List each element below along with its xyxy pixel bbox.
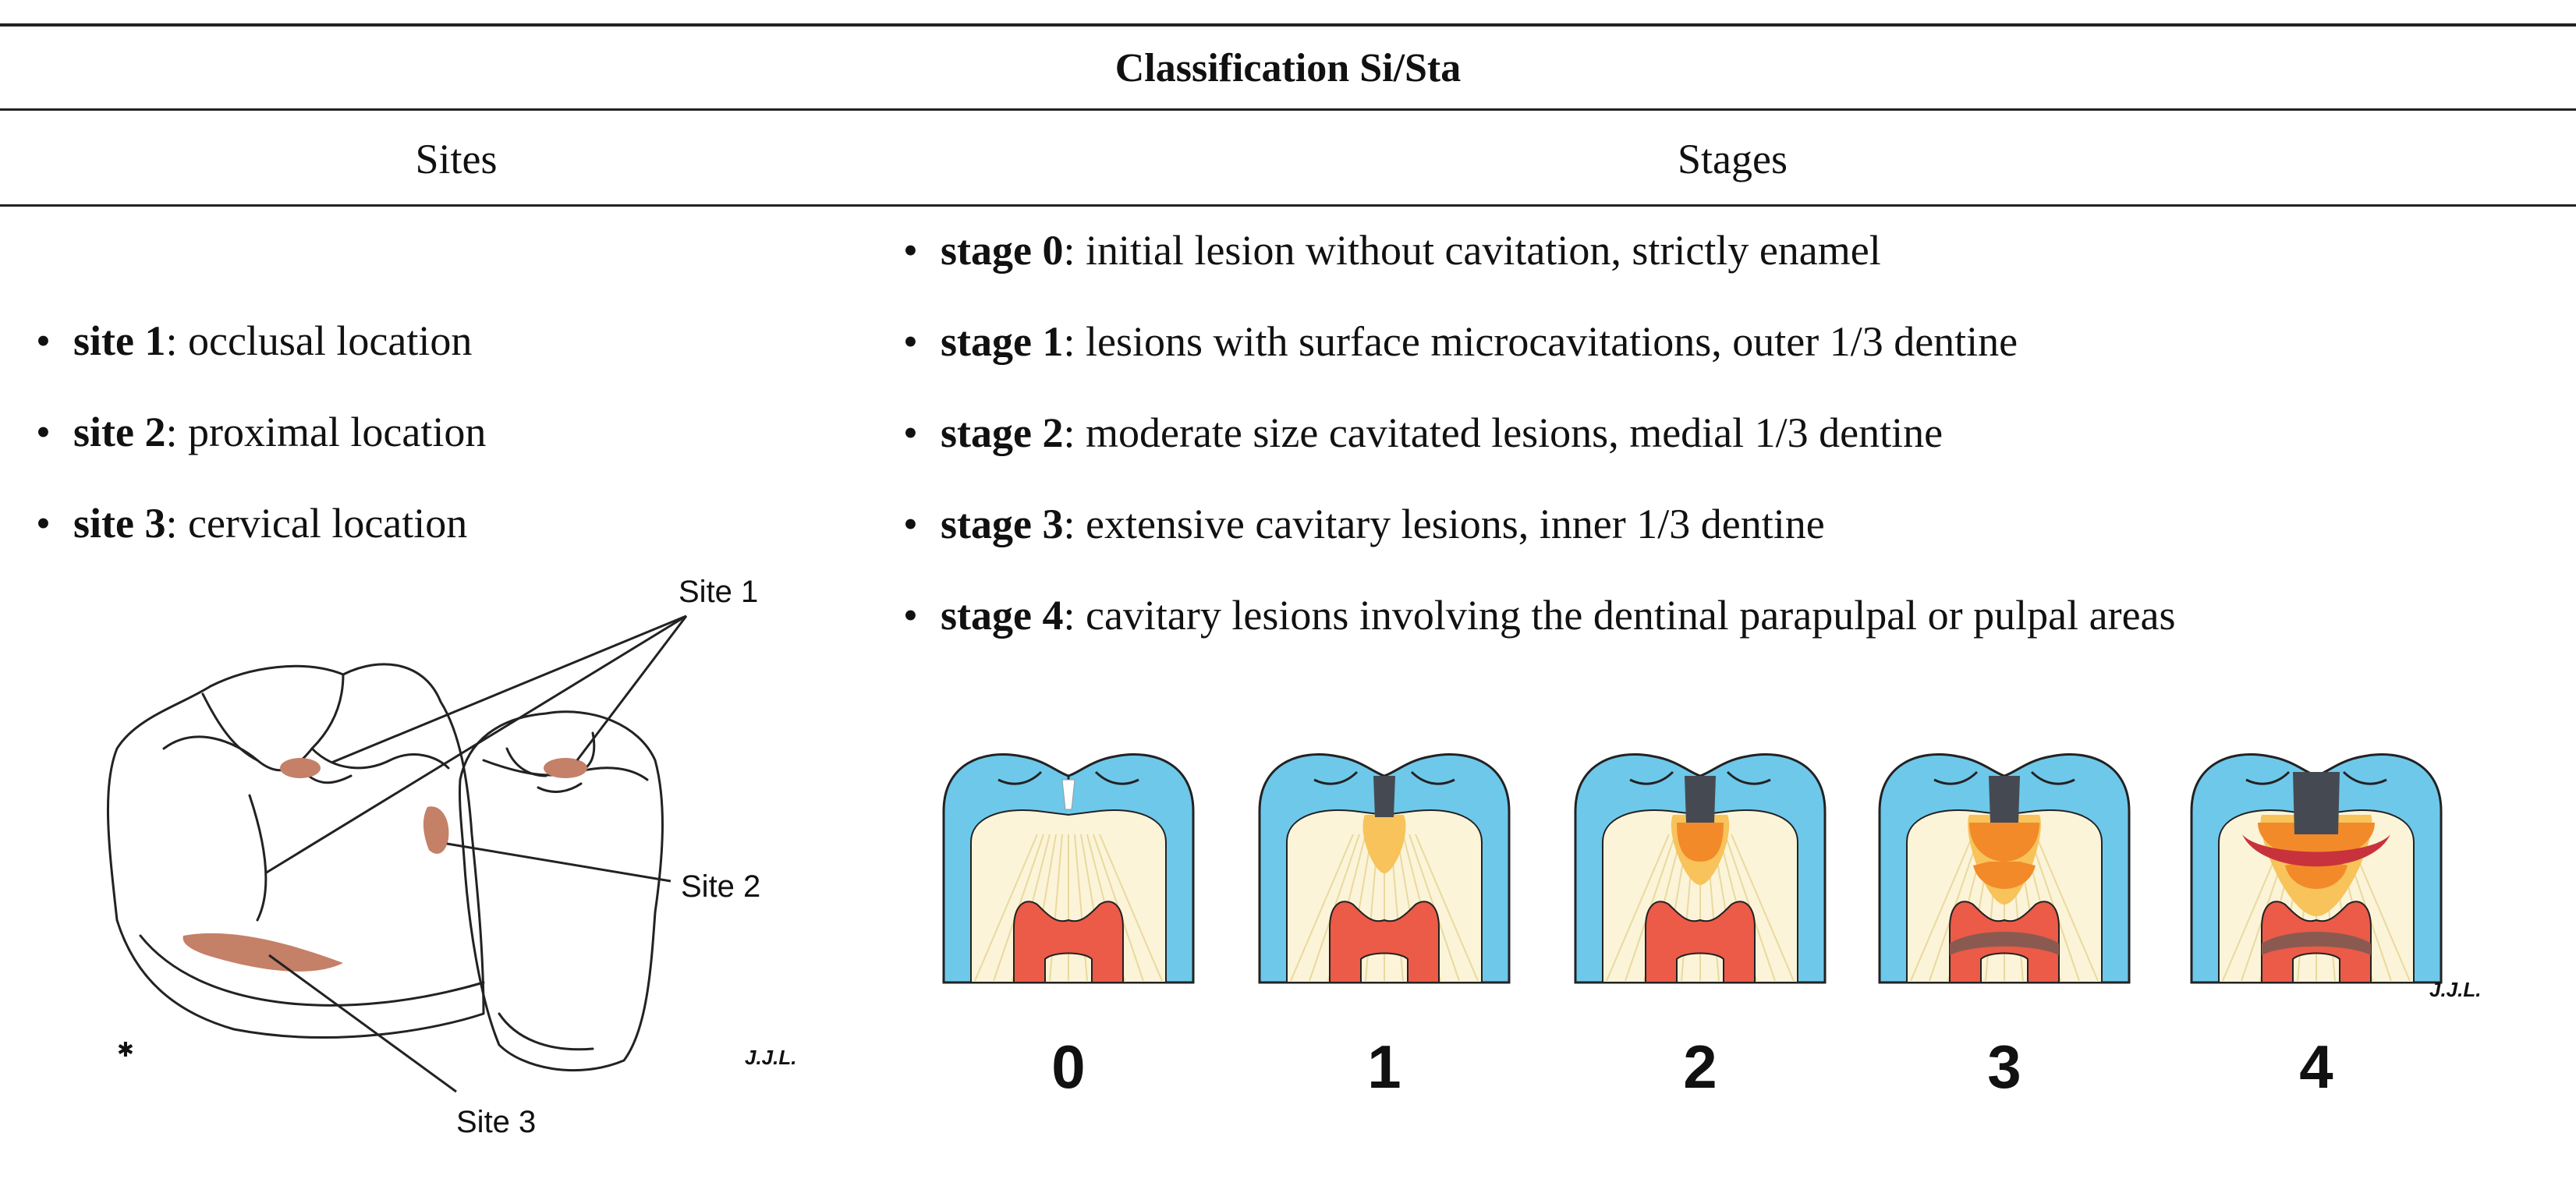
- site3-label: Site 3: [456, 1105, 536, 1139]
- list-item: site 2: proximal location: [30, 405, 486, 496]
- header-rule: [0, 204, 2576, 207]
- stages-list: stage 0: initial lesion without cavitati…: [897, 223, 2176, 679]
- scribble-mark: ✱: [117, 1038, 134, 1061]
- stage-number-1: 1: [1367, 1032, 1401, 1101]
- site1-lesion-left: [280, 758, 321, 778]
- molar-left-outline: [106, 663, 485, 1039]
- stage-tooth-1: [1258, 753, 1511, 984]
- stage-number-4: 4: [2299, 1032, 2333, 1101]
- sites-figure: Site 1 Site 2 Site 3 ✱ J.J.L.: [106, 575, 796, 1139]
- stage-tooth-0: [942, 753, 1195, 984]
- column-header-stages: Stages: [1678, 136, 1788, 182]
- site2-label: Site 2: [681, 869, 760, 904]
- top-rule: [0, 23, 2576, 27]
- list-item: stage 1: lesions with surface microcavit…: [897, 314, 2176, 405]
- site1-label: Site 1: [679, 575, 758, 609]
- site3-lesion: [182, 933, 343, 972]
- signature: J.J.L.: [2429, 978, 2481, 1001]
- column-header-sites: Sites: [415, 136, 498, 182]
- molar-right-outline: [458, 710, 664, 1072]
- title-rule: [0, 108, 2576, 111]
- table-title: Classification Si/Sta: [1114, 46, 1462, 90]
- list-item: stage 2: moderate size cavitated lesions…: [897, 405, 2176, 497]
- stage-number-0: 0: [1051, 1032, 1085, 1101]
- list-item: site 1: occlusal location: [30, 313, 486, 405]
- list-item: stage 0: initial lesion without cavitati…: [897, 223, 2176, 314]
- list-item: site 3: cervical location: [30, 496, 486, 587]
- stage-tooth-2: [1574, 753, 1827, 984]
- sites-list: site 1: occlusal location site 2: proxim…: [30, 313, 486, 587]
- stage-tooth-4: [2190, 753, 2443, 984]
- list-item: stage 4: cavitary lesions involving the …: [897, 588, 2176, 679]
- signature: J.J.L.: [745, 1046, 796, 1069]
- list-item: stage 3: extensive cavitary lesions, inn…: [897, 497, 2176, 588]
- site1-lesion-right: [544, 758, 587, 778]
- stages-figure: J.J.L. 0 1 2 3 4: [942, 753, 2481, 1101]
- site2-lesion: [423, 806, 449, 854]
- stage-number-3: 3: [1987, 1032, 2021, 1101]
- stage-number-2: 2: [1683, 1032, 1717, 1101]
- stage-tooth-3: [1878, 753, 2131, 984]
